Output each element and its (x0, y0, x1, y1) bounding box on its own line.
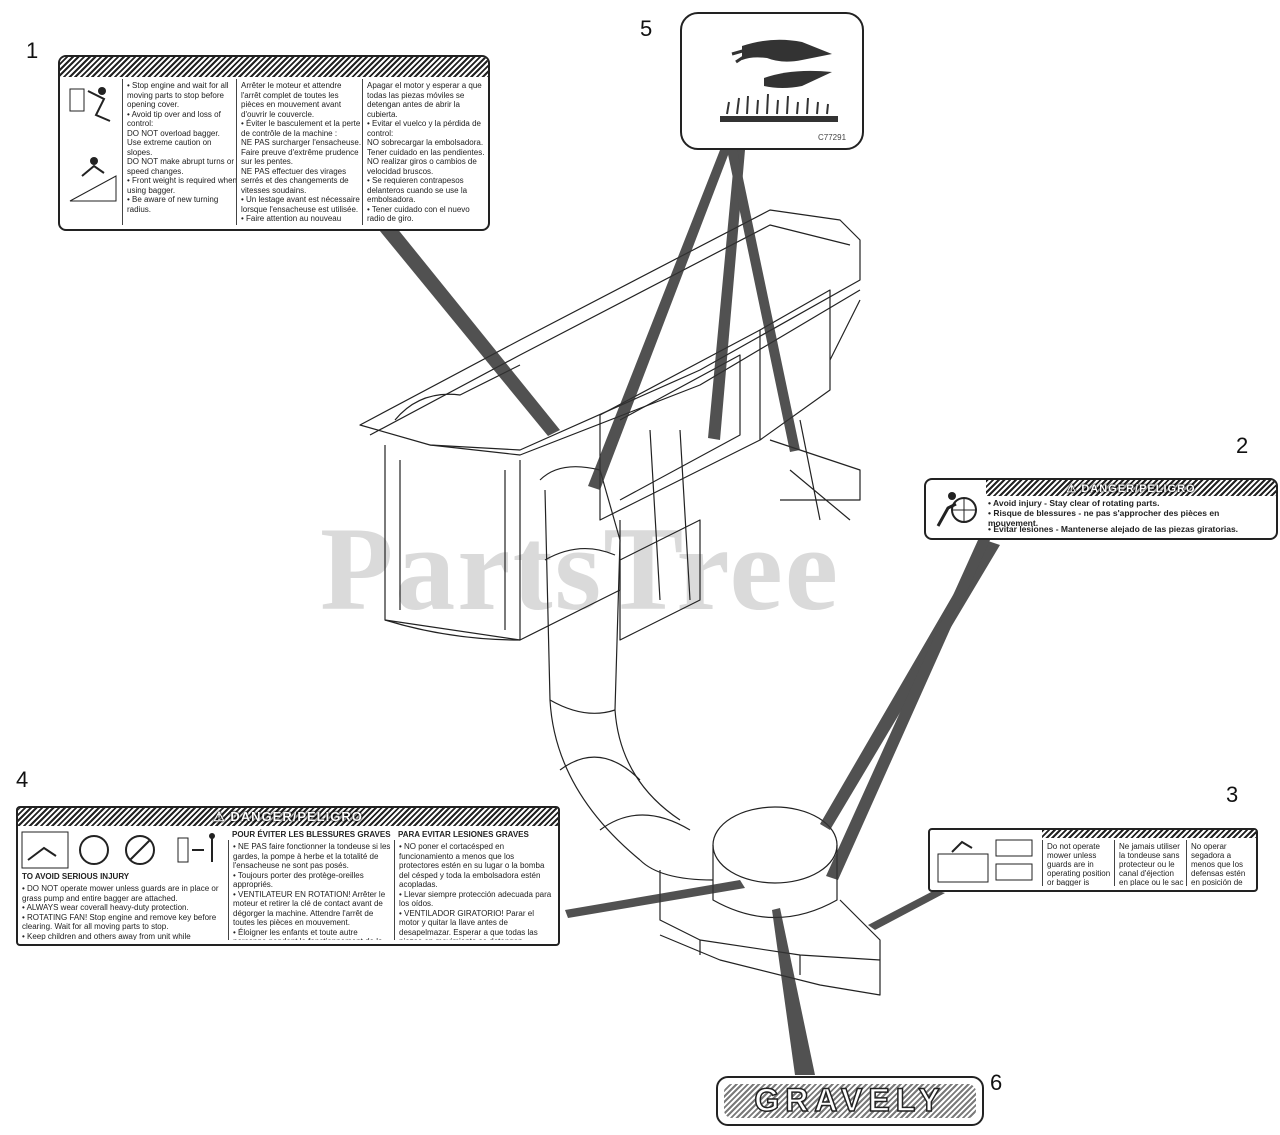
decal-6-brand-text: GRAVELY (754, 1081, 946, 1119)
callout-4: 4 (16, 767, 29, 792)
callout-1: 1 (26, 38, 39, 63)
decal-2-danger-label: ⚠ DANGER/PELIGRO • Avoid injury - Stay c… (924, 478, 1278, 540)
callout-2: 2 (1236, 433, 1249, 458)
decal-3-icon-area (932, 832, 1040, 888)
decal-4-title-english: TO AVOID SERIOUS INJURY (22, 872, 130, 881)
decal-6-background (724, 1084, 976, 1118)
hand-cut-hazard-icon: C77291 (720, 39, 847, 142)
rollover-warning-icon (69, 87, 117, 202)
decal-4-danger-label: ⚠ DANGER/PELIGRO TO AVOID SERIOUS INJURY… (16, 806, 560, 946)
callout-5: 5 (640, 16, 653, 41)
decal-5-hand-hazard-label: C77291 (680, 12, 864, 150)
decal-3-english-text: Do not operate mower unless guards are i… (1042, 840, 1117, 886)
decal-4-title-spanish: PARA EVITAR LESIONES GRAVES (398, 830, 529, 839)
decal-4-icon-row (20, 830, 228, 870)
decal-4-french-text: • NE PAS faire fonctionner la tondeuse s… (228, 840, 397, 940)
decal-3-french-text: Ne jamais utiliser la tondeuse sans prot… (1114, 840, 1189, 886)
decal-1-english-text: • Stop engine and wait for all moving pa… (122, 79, 241, 225)
decal-1-french-text: Arrêter le moteur et attendre l'arrêt co… (236, 79, 367, 225)
safety-icons (21, 831, 215, 869)
callout-3: 3 (1226, 782, 1239, 807)
decal-3-spanish-text: No operar segadora a menos que los defen… (1186, 840, 1256, 886)
callout-6: 6 (990, 1070, 1003, 1095)
decal-2-header: ⚠ DANGER/PELIGRO (986, 480, 1276, 496)
thrown-object-icon (937, 839, 1033, 883)
decal-1-icon-column (60, 79, 128, 225)
decal-4-english-text: • DO NOT operate mower unless guards are… (22, 884, 219, 940)
rotating-parts-icon (930, 484, 980, 534)
decal-6-brand-label: GRAVELY (716, 1076, 984, 1126)
decal-5-code: C77291 (818, 133, 847, 142)
decal-3-header (1042, 830, 1256, 838)
decal-4-spanish-text: • NO poner el cortacésped en funcionamie… (394, 840, 558, 940)
decal-3-guard-warning-label: Do not operate mower unless guards are i… (928, 828, 1258, 892)
decal-4-header: ⚠ DANGER/PELIGRO (18, 808, 558, 826)
decal-1-spanish-text: Apagar el motor y esperar a que todas la… (362, 79, 488, 225)
decal-1-warning-label: • Stop engine and wait for all moving pa… (58, 55, 490, 231)
decal-2-line-1: • Avoid injury - Stay clear of rotating … (988, 498, 1160, 508)
watermark: PartsTree (320, 502, 840, 635)
decal-4-title-french: POUR ÉVITER LES BLESSURES GRAVES (232, 830, 391, 839)
decal-2-line-3: • Evitar lesiones - Mantenerse alejado d… (988, 524, 1239, 534)
decal-2-line-2: • Risque de blessures - ne pas s'approch… (988, 508, 1220, 528)
decal-1-header (60, 57, 488, 77)
